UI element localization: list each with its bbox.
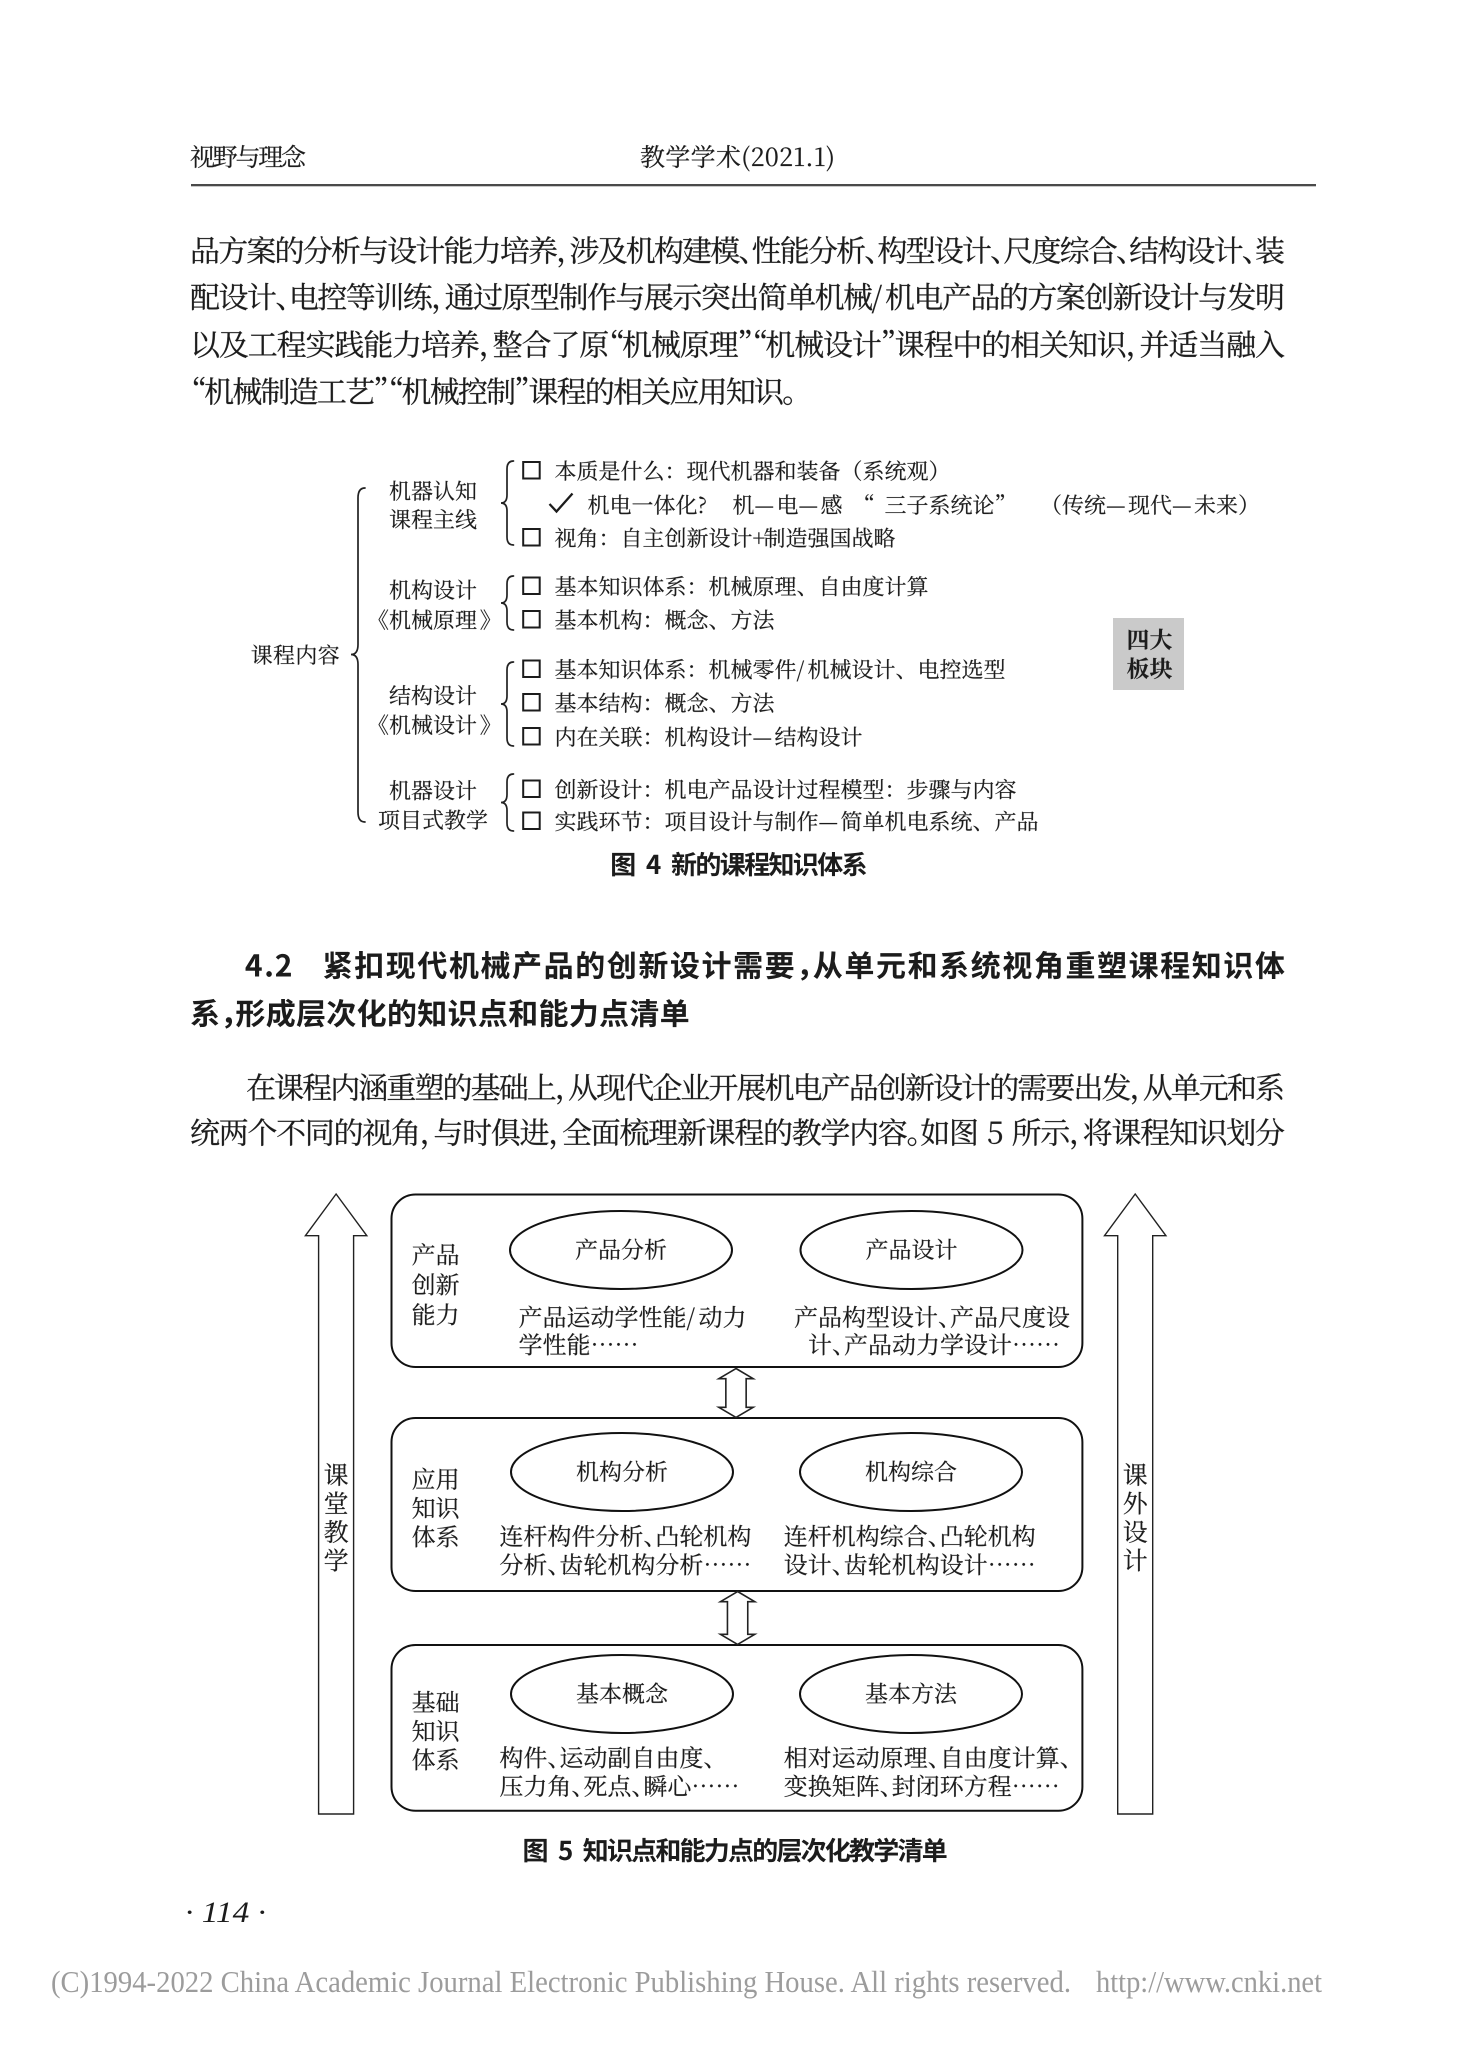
svg-text:http://www.cnki.net: http://www.cnki.net (1096, 1965, 1322, 1999)
svg-text:· 114 ·: · 114 · (185, 1896, 266, 1929)
svg-text:(C)1994-2022 China Academic Jo: (C)1994-2022 China Academic Journal Elec… (51, 1965, 1071, 1999)
